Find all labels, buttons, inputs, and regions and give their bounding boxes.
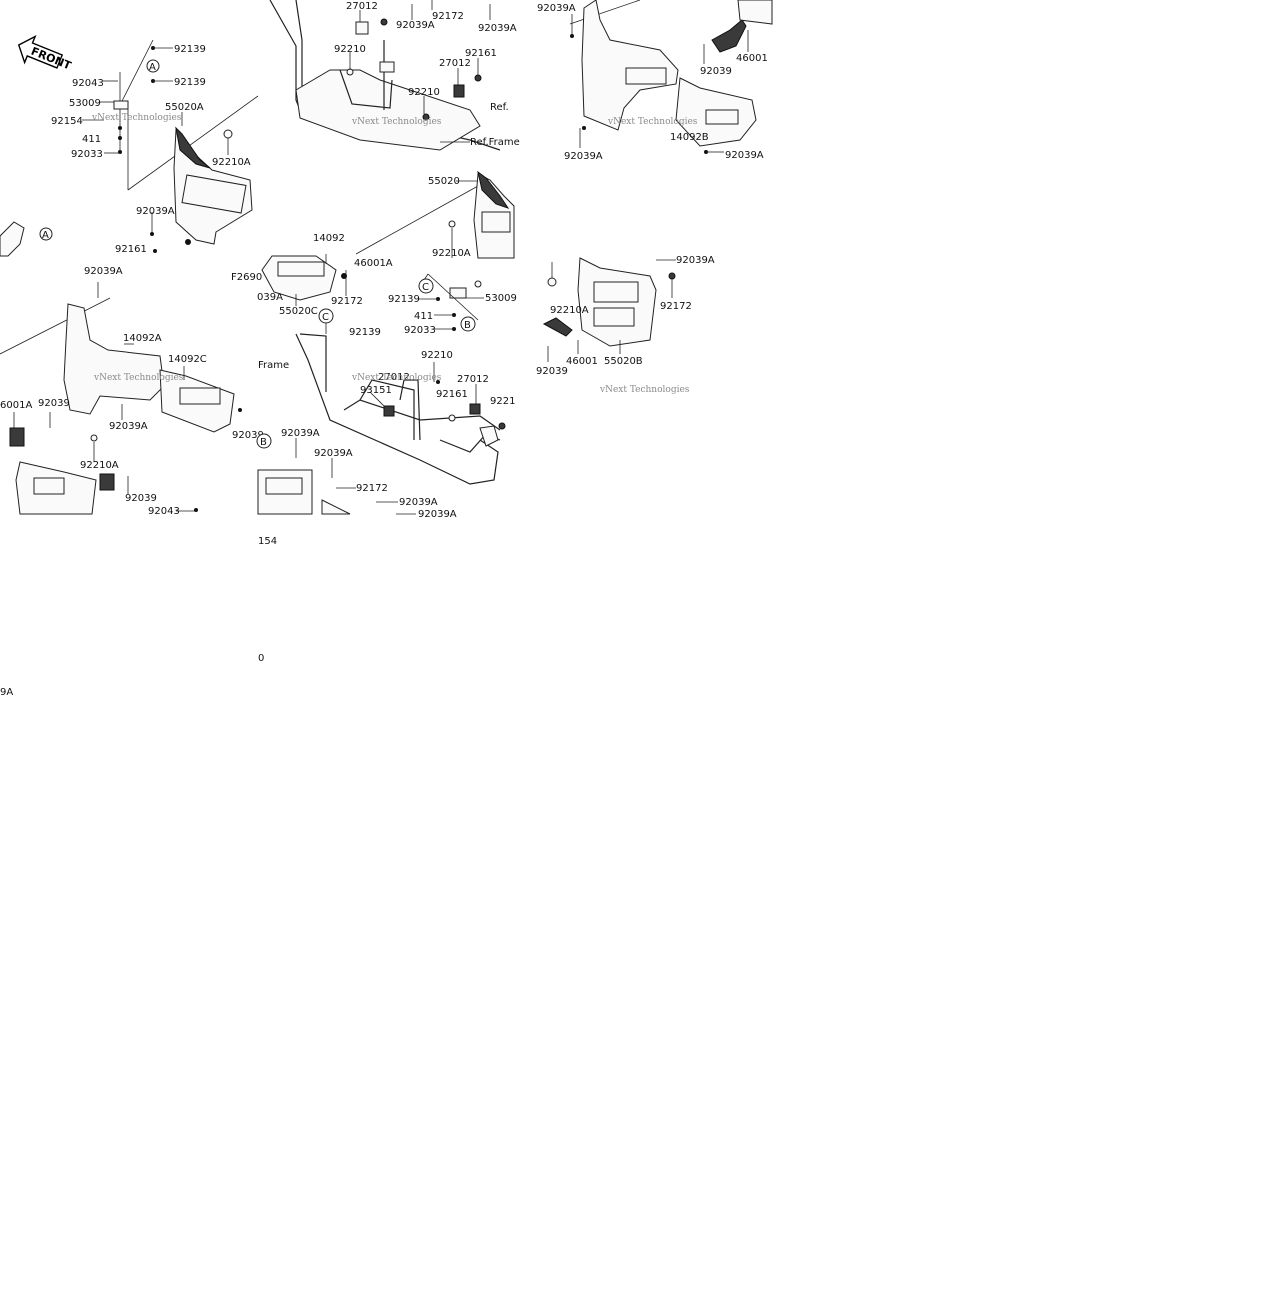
part-27012-t2b: 27012 — [439, 58, 471, 69]
part-92210a-t6: 92210A — [80, 460, 119, 471]
ref-frame-1: Ref.Frame — [470, 137, 520, 148]
tile-right-panel: 92039A 92039 46001 14092B 92039A 92039A … — [537, 0, 773, 162]
part-92033-t4: 92033 — [404, 325, 436, 336]
part-93151: 93151 — [360, 385, 392, 396]
fragment-9a: 9A — [0, 687, 13, 698]
part-92210a-t4: 92210A — [432, 248, 471, 259]
part-92039-t6b: 92039 — [232, 430, 264, 441]
tile-right-door: 92039A 92210A 46001 92039 92172 55020B v… — [536, 255, 715, 395]
tile-front-left-mount: FRONT A A 92139 92139 — [0, 35, 259, 257]
part-46001a: 46001A — [354, 258, 393, 269]
part-92039a-t7d: 92039A — [418, 509, 457, 520]
part-92039a-t2a: 92039A — [396, 20, 435, 31]
part-14092: 14092 — [313, 233, 345, 244]
part-92039-t6a: 92039 — [38, 398, 70, 409]
callout-b-2: B — [260, 437, 267, 448]
fragment-154: 154 — [258, 536, 277, 547]
part-92161-t1: 92161 — [115, 244, 147, 255]
front-arrow-icon: FRONT — [17, 35, 73, 73]
part-53009: 53009 — [69, 98, 101, 109]
part-27012-t7a: 27012 — [378, 372, 410, 383]
part-039a: 039A — [257, 292, 283, 303]
watermark-t3: vNext Technologies — [607, 117, 698, 127]
part-14092c: 14092C — [168, 354, 207, 365]
ref-frame-2: Frame — [258, 360, 289, 371]
part-55020c: 55020C — [279, 306, 318, 317]
callout-a: A — [149, 62, 156, 73]
watermark-t7: vNext Technologies — [351, 373, 442, 383]
part-92039a-t3b: 92039A — [564, 151, 603, 162]
part-92039a-t6b: 92039A — [109, 421, 148, 432]
part-55020a: 55020A — [165, 102, 204, 113]
part-92172-t7: 92172 — [356, 483, 388, 494]
part-92039-t5: 92039 — [536, 366, 568, 377]
watermark-t5: vNext Technologies — [599, 385, 690, 395]
part-92210-t2b: 92210 — [408, 87, 440, 98]
part-92039a-t7c: 92039A — [399, 497, 438, 508]
part-46001-t5: 46001 — [566, 356, 598, 367]
part-92039a-t5: 92039A — [676, 255, 715, 266]
part-92172-t4: 92172 — [331, 296, 363, 307]
watermark: vNext Technologies — [91, 113, 182, 123]
watermark-t6: vNext Technologies — [93, 373, 184, 383]
part-92039-t6c: 92039 — [125, 493, 157, 504]
part-92139-a: 92139 — [174, 44, 206, 55]
part-46001-t3: 46001 — [736, 53, 768, 64]
part-92161-t7: 92161 — [436, 389, 468, 400]
callout-c-2: C — [322, 312, 329, 323]
part-92154: 92154 — [51, 116, 83, 127]
callout-b: B — [464, 320, 471, 331]
watermark-t2: vNext Technologies — [351, 117, 442, 127]
part-92210a: 92210A — [212, 157, 251, 168]
part-92172-t2: 92172 — [432, 11, 464, 22]
part-92039a-t7a: 92039A — [281, 428, 320, 439]
part-55020: 55020 — [428, 176, 460, 187]
part-53009-t4: 53009 — [485, 293, 517, 304]
part-92161-t2: 92161 — [465, 48, 497, 59]
part-6001a: 6001A — [0, 400, 32, 411]
part-92043: 92043 — [72, 78, 104, 89]
part-92039-t3: 92039 — [700, 66, 732, 77]
part-27012-t7b: 27012 — [457, 374, 489, 385]
tile-mid-panel: C B 55020 92210A 14092 46001A 92172 9213… — [231, 170, 517, 336]
part-92210a-t5: 92210A — [550, 305, 589, 316]
part-92039a-t1: 92039A — [136, 206, 175, 217]
tile-left-door: 92039A 14092A 14092C 6001A 92039 92039A … — [0, 266, 264, 517]
part-92039a-t7b: 92039A — [314, 448, 353, 459]
part-92139-t4: 92139 — [388, 294, 420, 305]
part-92139-t7: 92139 — [349, 327, 381, 338]
front-label: FRONT — [29, 45, 73, 73]
part-92043-t6: 92043 — [148, 506, 180, 517]
part-92039a-t2b: 92039A — [478, 23, 517, 34]
part-92033: 92033 — [71, 149, 103, 160]
part-92039a-t3a: 92039A — [537, 3, 576, 14]
part-14092a: 14092A — [123, 333, 162, 344]
part-92139-b: 92139 — [174, 77, 206, 88]
part-55020b: 55020B — [604, 356, 643, 367]
part-411-t4: 411 — [414, 311, 433, 322]
tile-frame-bottom: C B 92139 92210 27012 93151 27012 92161 … — [256, 308, 515, 520]
part-9221-t7: 9221 — [490, 396, 515, 407]
tile-frame-top: 27012 92039A 92172 92039A 92210 92161 27… — [269, 0, 520, 151]
part-14092b: 14092B — [670, 132, 709, 143]
fragment-0: 0 — [258, 653, 264, 664]
callout-a-2: A — [42, 230, 49, 241]
part-411: 411 — [82, 134, 101, 145]
callout-c: C — [422, 282, 429, 293]
ref-f2690: F2690 — [231, 272, 262, 283]
part-92039a-t3c: 92039A — [725, 150, 764, 161]
ref-label-1: Ref. — [490, 102, 509, 113]
part-92210-t2a: 92210 — [334, 44, 366, 55]
part-92039a-t6a: 92039A — [84, 266, 123, 277]
part-92210-t7: 92210 — [421, 350, 453, 361]
part-92172-t5: 92172 — [660, 301, 692, 312]
part-27012-t2a: 27012 — [346, 1, 378, 12]
